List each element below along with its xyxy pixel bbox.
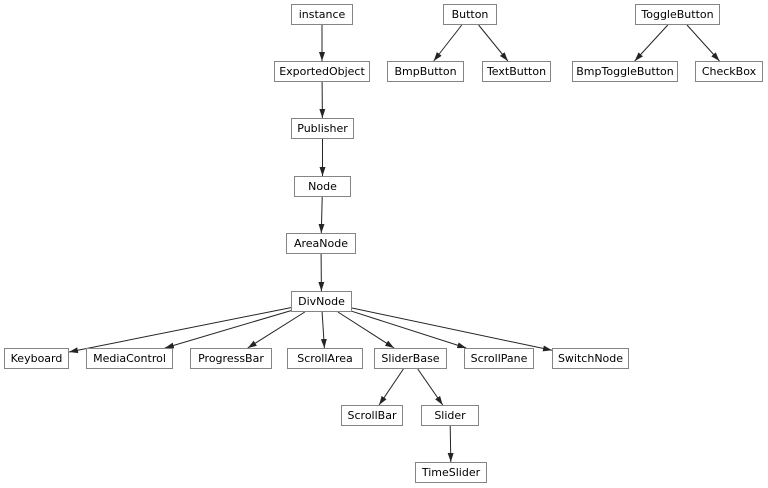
class-node-label: ScrollArea	[297, 352, 353, 365]
class-node-scrollarea: ScrollArea	[287, 348, 363, 369]
class-node-exportedobject: ExportedObject	[274, 61, 370, 82]
class-node-label: MediaControl	[93, 352, 166, 365]
class-node-publisher: Publisher	[291, 118, 354, 139]
class-node-togglebutton: ToggleButton	[635, 4, 720, 25]
class-node-bmptogglebutton: BmpToggleButton	[572, 61, 678, 82]
class-node-scrollbar: ScrollBar	[341, 405, 403, 426]
class-node-slider: Slider	[421, 405, 479, 426]
class-node-label: TimeSlider	[421, 466, 481, 479]
class-node-textbutton: TextButton	[482, 61, 551, 82]
class-node-label: ScrollPane	[470, 352, 528, 365]
class-node-label: Keyboard	[10, 352, 63, 365]
class-node-button: Button	[443, 4, 497, 25]
class-node-label: ScrollBar	[347, 409, 397, 422]
class-node-label: TextButton	[486, 65, 547, 78]
class-node-label: SwitchNode	[557, 352, 624, 365]
class-node-mediacontrol: MediaControl	[86, 348, 173, 369]
class-node-label: instance	[298, 8, 346, 21]
class-node-label: DivNode	[298, 295, 345, 308]
class-node-label: BmpToggleButton	[576, 65, 674, 78]
class-node-bmpbutton: BmpButton	[387, 61, 464, 82]
class-node-scrollpane: ScrollPane	[464, 348, 534, 369]
class-node-label: CheckBox	[701, 65, 757, 78]
class-node-switchnode: SwitchNode	[552, 348, 629, 369]
class-node-label: AreaNode	[293, 237, 349, 250]
class-node-keyboard: Keyboard	[4, 348, 69, 369]
class-node-node: Node	[294, 176, 351, 197]
class-node-label: ProgressBar	[198, 352, 264, 365]
class-node-timeslider: TimeSlider	[415, 462, 487, 483]
class-node-label: ToggleButton	[641, 8, 714, 21]
class-node-divnode: DivNode	[291, 291, 352, 312]
class-node-sliderbase: SliderBase	[374, 348, 447, 369]
class-node-label: ExportedObject	[279, 65, 365, 78]
class-node-checkbox: CheckBox	[695, 61, 763, 82]
class-node-label: SliderBase	[381, 352, 440, 365]
class-node-label: BmpButton	[394, 65, 457, 78]
class-node-label: Button	[451, 8, 489, 21]
class-node-label: Publisher	[297, 122, 348, 135]
class-node-instance: instance	[291, 4, 353, 25]
class-node-label: Slider	[434, 409, 466, 422]
class-node-areanode: AreaNode	[286, 233, 356, 254]
class-node-label: Node	[308, 180, 337, 193]
class-node-progressbar: ProgressBar	[190, 348, 272, 369]
